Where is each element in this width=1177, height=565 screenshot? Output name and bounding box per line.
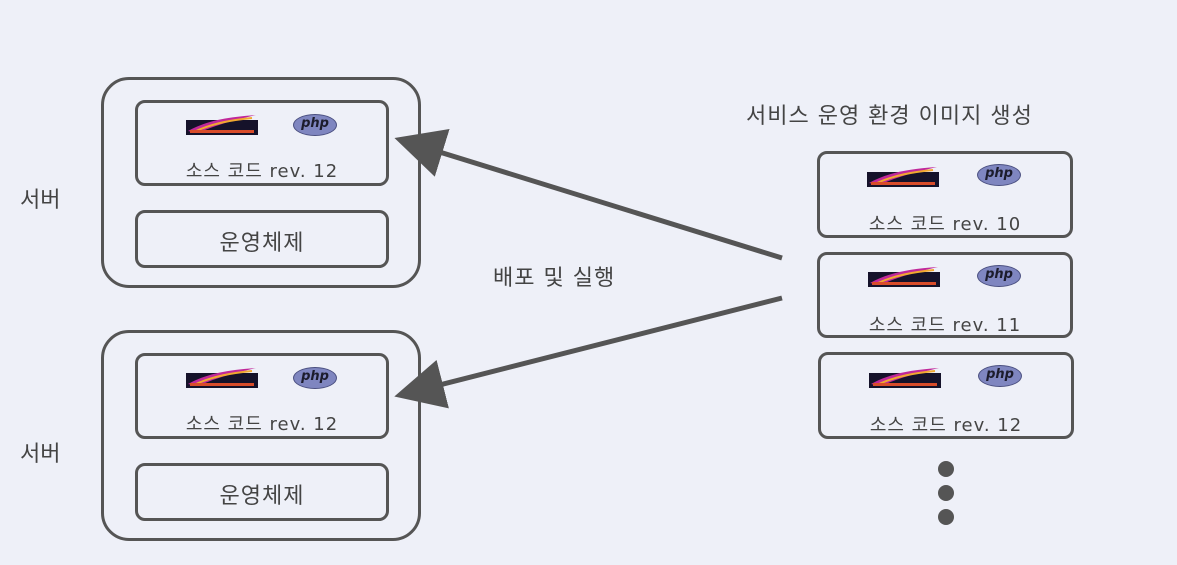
server-box-1: php 소스 코드 rev. 12 운영체제 [101, 77, 421, 288]
deploy-caption: 배포 및 실행 [493, 266, 616, 291]
image-rev12-label: 소스 코드 rev. 12 [869, 415, 1023, 436]
apache-icon [186, 115, 258, 135]
deploy-arrow-2 [394, 295, 783, 409]
apache-icon [869, 368, 941, 388]
server-2-os-label: 운영체제 [219, 484, 305, 509]
server-1-os-card: 운영체제 [135, 210, 389, 268]
server-label-2: 서버 [20, 442, 61, 467]
php-icon: php [978, 365, 1022, 387]
image-card-rev12: php 소스 코드 rev. 12 [818, 352, 1074, 439]
php-icon: php [293, 114, 337, 136]
image-rev10-label: 소스 코드 rev. 10 [868, 214, 1022, 235]
php-icon: php [977, 164, 1021, 186]
deploy-arrow-1 [394, 128, 783, 261]
server-label-1: 서버 [20, 188, 61, 213]
server-box-2: php 소스 코드 rev. 12 운영체제 [101, 330, 421, 541]
server-1-os-label: 운영체제 [219, 231, 305, 256]
image-title: 서비스 운영 환경 이미지 생성 [746, 104, 1033, 129]
apache-icon [867, 167, 939, 187]
ellipsis-dot-1 [938, 461, 954, 477]
ellipsis-dot-2 [938, 485, 954, 501]
apache-icon [868, 267, 940, 287]
server-1-source-label: 소스 코드 rev. 12 [185, 161, 339, 182]
image-rev11-label: 소스 코드 rev. 11 [868, 315, 1022, 336]
php-icon: php [293, 367, 337, 389]
ellipsis-dot-3 [938, 509, 954, 525]
server-2-os-card: 운영체제 [135, 463, 389, 521]
apache-icon [186, 368, 258, 388]
server-1-source-card: php 소스 코드 rev. 12 [135, 100, 389, 186]
server-2-source-card: php 소스 코드 rev. 12 [135, 353, 389, 439]
image-card-rev11: php 소스 코드 rev. 11 [817, 252, 1073, 338]
image-card-rev10: php 소스 코드 rev. 10 [817, 151, 1073, 238]
server-2-source-label: 소스 코드 rev. 12 [185, 414, 339, 435]
php-icon: php [977, 265, 1021, 287]
